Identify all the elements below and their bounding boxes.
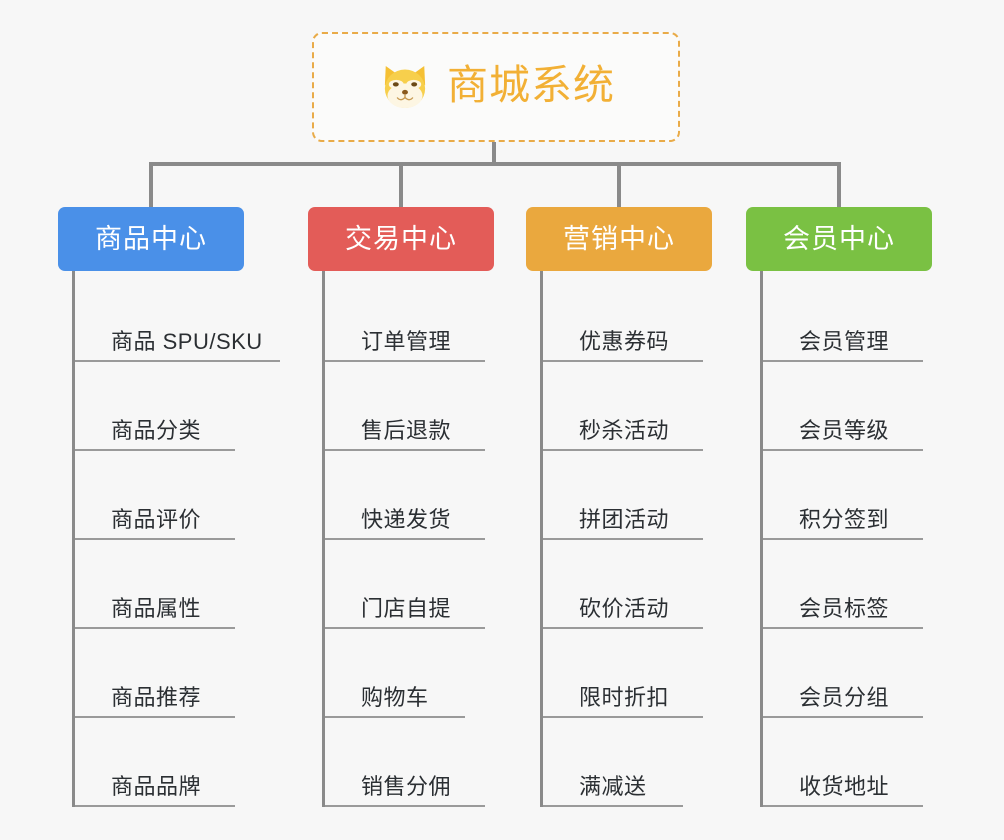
column-header-2[interactable]: 交易中心	[308, 207, 494, 271]
leaf-item-underline	[763, 360, 923, 362]
leaf-item[interactable]: 门店自提	[325, 540, 494, 629]
leaf-item-label: 购物车	[361, 685, 429, 710]
leaf-item[interactable]: 商品属性	[75, 540, 244, 629]
connector-drop-3	[617, 162, 621, 207]
leaf-item-label: 优惠券码	[579, 329, 670, 354]
root-node[interactable]: 商城系统	[312, 32, 680, 142]
leaf-item-underline	[325, 805, 485, 807]
leaf-item-label: 订单管理	[361, 329, 452, 354]
leaf-item-label: 收货地址	[799, 774, 890, 799]
leaf-item[interactable]: 收货地址	[763, 718, 932, 807]
leaf-list-3: 优惠券码秒杀活动拼团活动砍价活动限时折扣满减送	[540, 271, 712, 807]
leaf-item-label: 满减送	[579, 774, 647, 799]
leaf-item[interactable]: 优惠券码	[543, 273, 712, 362]
leaf-item-underline	[325, 360, 485, 362]
leaf-item-label: 会员分组	[799, 685, 890, 710]
leaf-item[interactable]: 会员分组	[763, 629, 932, 718]
column-2: 交易中心订单管理售后退款快递发货门店自提购物车销售分佣	[308, 207, 494, 807]
leaf-item[interactable]: 满减送	[543, 718, 712, 807]
leaf-item-label: 商品分类	[111, 418, 202, 443]
leaf-item-label: 砍价活动	[579, 596, 670, 621]
leaf-item[interactable]: 商品品牌	[75, 718, 244, 807]
leaf-item[interactable]: 购物车	[325, 629, 494, 718]
leaf-item-underline	[543, 360, 703, 362]
leaf-item-underline	[543, 627, 703, 629]
leaf-item-underline	[75, 716, 235, 718]
leaf-item-underline	[325, 449, 485, 451]
connector-drop-4	[837, 162, 841, 207]
leaf-item[interactable]: 商品分类	[75, 362, 244, 451]
leaf-item-label: 商品属性	[111, 596, 202, 621]
leaf-item-label: 拼团活动	[579, 507, 670, 532]
leaf-item-underline	[325, 627, 485, 629]
leaf-item-underline	[763, 805, 923, 807]
leaf-list-4: 会员管理会员等级积分签到会员标签会员分组收货地址	[760, 271, 932, 807]
leaf-item[interactable]: 积分签到	[763, 451, 932, 540]
leaf-item[interactable]: 售后退款	[325, 362, 494, 451]
leaf-item-label: 会员等级	[799, 418, 890, 443]
leaf-item[interactable]: 商品 SPU/SKU	[75, 273, 280, 362]
leaf-item-underline	[75, 449, 235, 451]
leaf-item-label: 商品品牌	[111, 774, 202, 799]
leaf-item[interactable]: 会员标签	[763, 540, 932, 629]
leaf-item-underline	[543, 449, 703, 451]
leaf-item-underline	[543, 716, 703, 718]
leaf-item[interactable]: 订单管理	[325, 273, 494, 362]
leaf-list-1: 商品 SPU/SKU 商品分类商品评价商品属性商品推荐商品品牌	[72, 271, 280, 807]
column-3: 营销中心优惠券码秒杀活动拼团活动砍价活动限时折扣满减送	[526, 207, 712, 807]
leaf-item-label: 会员管理	[799, 329, 890, 354]
leaf-item[interactable]: 商品评价	[75, 451, 244, 540]
connector-horizontal-bus	[149, 162, 839, 166]
leaf-item[interactable]: 快递发货	[325, 451, 494, 540]
column-1: 商品中心商品 SPU/SKU 商品分类商品评价商品属性商品推荐商品品牌	[58, 207, 280, 807]
leaf-item-underline	[75, 627, 235, 629]
column-header-3[interactable]: 营销中心	[526, 207, 712, 271]
leaf-item-underline	[543, 805, 683, 807]
leaf-item[interactable]: 销售分佣	[325, 718, 494, 807]
leaf-item-underline	[75, 805, 235, 807]
leaf-item[interactable]: 拼团活动	[543, 451, 712, 540]
column-header-1[interactable]: 商品中心	[58, 207, 244, 271]
column-4: 会员中心会员管理会员等级积分签到会员标签会员分组收货地址	[746, 207, 932, 807]
leaf-item-label: 售后退款	[361, 418, 452, 443]
connector-drop-2	[399, 162, 403, 207]
leaf-item[interactable]: 限时折扣	[543, 629, 712, 718]
leaf-item[interactable]: 砍价活动	[543, 540, 712, 629]
leaf-item-underline	[543, 538, 703, 540]
leaf-item-label: 会员标签	[799, 596, 890, 621]
leaf-item-underline	[325, 538, 485, 540]
leaf-item-label: 商品评价	[111, 507, 202, 532]
leaf-item[interactable]: 会员管理	[763, 273, 932, 362]
leaf-item-underline	[763, 716, 923, 718]
leaf-item[interactable]: 商品推荐	[75, 629, 244, 718]
leaf-item-label: 商品 SPU/SKU	[111, 329, 263, 354]
leaf-item-underline	[763, 627, 923, 629]
leaf-item-underline	[763, 449, 923, 451]
leaf-item-label: 限时折扣	[579, 685, 670, 710]
root-title: 商城系统	[447, 61, 615, 108]
leaf-item-label: 积分签到	[799, 507, 890, 532]
leaf-item-underline	[75, 538, 235, 540]
leaf-item[interactable]: 会员等级	[763, 362, 932, 451]
shiba-dog-icon	[384, 66, 426, 109]
leaf-list-2: 订单管理售后退款快递发货门店自提购物车销售分佣	[322, 271, 494, 807]
leaf-item-underline	[325, 716, 465, 718]
leaf-item[interactable]: 秒杀活动	[543, 362, 712, 451]
column-header-4[interactable]: 会员中心	[746, 207, 932, 271]
connector-drop-1	[149, 162, 153, 207]
leaf-item-underline	[75, 360, 280, 362]
leaf-item-underline	[763, 538, 923, 540]
connector-root-vertical	[492, 142, 496, 164]
leaf-item-label: 销售分佣	[361, 774, 452, 799]
leaf-item-label: 商品推荐	[111, 685, 202, 710]
leaf-item-label: 门店自提	[361, 596, 452, 621]
leaf-item-label: 快递发货	[361, 507, 452, 532]
leaf-item-label: 秒杀活动	[579, 418, 670, 443]
